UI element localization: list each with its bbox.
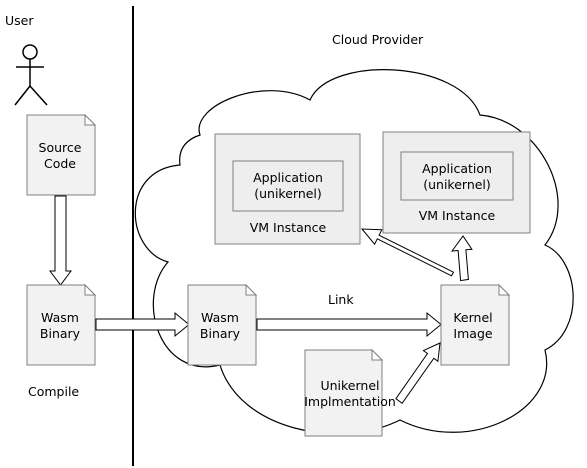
kernel-to-vm-left-arrow: [360, 228, 455, 277]
user-label: User: [5, 13, 34, 28]
upload-arrow: [95, 311, 190, 338]
compile-arrow: [49, 195, 72, 286]
vm-left-label: VM Instance: [250, 220, 327, 235]
user-wasm-line-2: Binary: [40, 326, 81, 341]
vm-instance-left: Application (unikernel) VM Instance: [214, 133, 361, 245]
source-code-line-2: Code: [44, 156, 76, 171]
stick-figure-icon: [14, 44, 48, 106]
kernel-image-line-2: Image: [453, 326, 492, 341]
source-code-line-1: Source: [39, 140, 82, 155]
kernel-image-line-1: Kernel: [453, 310, 492, 325]
vm-left-app-line-2: (unikernel): [254, 186, 322, 201]
source-code-document: Source Code: [26, 113, 97, 196]
unikernel-implementation-document: Unikernel Implmentation: [304, 348, 396, 437]
cloud-wasm-line-1: Wasm: [201, 310, 239, 325]
vm-instance-right: Application (unikernel) VM Instance: [382, 131, 531, 234]
compile-label: Compile: [28, 384, 79, 399]
vm-right-app-line-1: Application: [422, 161, 492, 176]
unikernel-line-1: Unikernel: [320, 378, 379, 393]
cloud-wasm-binary-document: Wasm Binary: [187, 283, 258, 366]
unikernel-to-kernel-arrow: [395, 342, 441, 405]
cloud-provider-title: Cloud Provider: [332, 32, 424, 47]
link-arrow: [256, 311, 442, 338]
unikernel-line-2: Implmentation: [304, 394, 396, 409]
vm-left-app-line-1: Application: [253, 170, 323, 185]
kernel-image-document: Kernel Image: [440, 283, 511, 366]
kernel-to-vm-right-arrow: [451, 235, 473, 282]
vm-right-label: VM Instance: [419, 208, 496, 223]
link-label: Link: [328, 292, 354, 307]
user-wasm-line-1: Wasm: [41, 310, 79, 325]
user-wasm-binary-document: Wasm Binary: [26, 283, 97, 366]
cloud-wasm-line-2: Binary: [200, 326, 241, 341]
vm-right-app-line-2: (unikernel): [423, 177, 491, 192]
